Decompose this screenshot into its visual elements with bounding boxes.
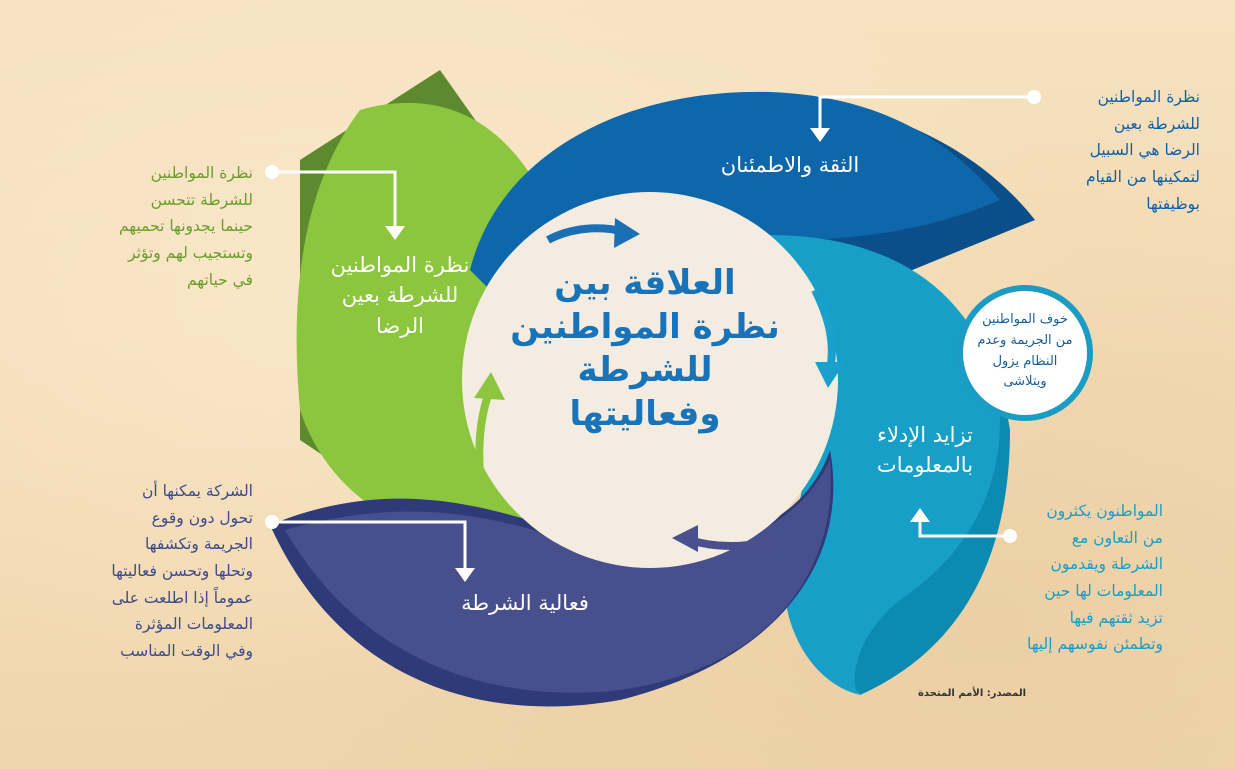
center-title-line-2: نظرة المواطنين (510, 306, 780, 347)
annotation-top-right-line-1: نظرة المواطنين (1097, 88, 1200, 106)
annotation-top-right-line-2: للشرطة بعين (1113, 114, 1200, 133)
annotation-top-left-line-1: نظرة المواطنين (150, 164, 253, 182)
annotation-top-right-line-4: لتمكينها من القيام (1086, 167, 1200, 186)
info-label-line-1: تزايد الإدلاء (877, 423, 973, 447)
arrow-left (475, 393, 492, 476)
annotation-top-left-line-5: في حياتهم (186, 270, 253, 289)
fear-bubble-line-4: ويتلاشى (1003, 374, 1047, 390)
annotation-bottom-right-line-2: من التعاون مع (1071, 528, 1163, 547)
satisfaction-label-line-3: الرضا (375, 313, 425, 338)
callout-dot-top-right (1027, 90, 1041, 104)
callout-dot-top-left (265, 165, 279, 179)
arrow-left-head (474, 372, 505, 400)
callout-arrowhead-bottom-left (455, 568, 475, 582)
annotation-top-right: نظرة المواطنين للشرطة بعين الرضا هي السب… (1040, 84, 1200, 217)
arrow-top-head (614, 218, 640, 248)
center-circle (462, 192, 838, 568)
center-title-line-3: للشرطة (577, 350, 713, 391)
annotation-bottom-right-line-3: الشرطة ويقدمون (1050, 555, 1163, 574)
info-label-line-2: بالمعلومات (876, 453, 974, 478)
trust-segment (470, 91, 1000, 300)
annotation-bottom-right-line-4: المعلومات لها حين (1044, 581, 1163, 600)
annotation-top-left: نظرة المواطنين للشرطة تتحسن حينما يجدونه… (90, 160, 253, 293)
annotation-top-left-line-2: للشرطة تتحسن (150, 190, 253, 209)
trust-label-line: الثقة والاطمئنان (720, 153, 860, 177)
annotation-top-left-line-4: وتستجيب لهم وتؤثر (128, 243, 253, 262)
callout-line-top-left (272, 170, 397, 228)
callout-dot-bottom-right (1003, 529, 1017, 543)
fear-bubble-line-2: من الجريمة وعدم (977, 332, 1073, 348)
arrow-right-head (815, 362, 845, 388)
annotation-bottom-left-line-6: المعلومات المؤثرة (134, 615, 253, 634)
annotation-bottom-right-line-1: المواطنون يكثرون (1046, 502, 1163, 520)
callout-dot-bottom-left (265, 515, 279, 529)
annotation-top-right-line-3: الرضا هي السبيل (1089, 141, 1200, 160)
annotation-bottom-left-line-1: الشركة يمكنها أن (141, 482, 253, 500)
annotation-top-right-line-5: بوظيفتها (1146, 194, 1200, 213)
callout-line-bottom-right (918, 520, 1010, 538)
annotation-top-left-line-3: حينما يجدونها تحميهم (118, 217, 253, 236)
trust-label: الثقة والاطمئنان (660, 150, 920, 180)
satisfaction-label: نظرة المواطنين للشرطة بعين الرضا (300, 250, 500, 341)
arrow-bottom-head (672, 525, 698, 552)
satisfaction-label-line-1: نظرة المواطنين (330, 253, 470, 277)
fear-bubble (957, 285, 1093, 421)
fear-bubble-text: خوف المواطنين من الجريمة وعدم النظام يزو… (963, 310, 1087, 393)
callout-line-bottom-left (272, 520, 467, 570)
annotation-bottom-left-line-7: وفي الوقت المناسب (120, 641, 253, 660)
annotation-bottom-left: الشركة يمكنها أن تحول دون وقوع الجريمة و… (60, 478, 253, 665)
callout-arrowhead-top-right (810, 128, 830, 142)
fear-bubble-line-3: النظام يزول (992, 353, 1058, 369)
center-title-line-1: العلاقة بين (554, 263, 736, 303)
center-title-line-4: وفعاليتها (569, 393, 721, 434)
effectiveness-label: فعالية الشرطة (420, 588, 630, 618)
fear-bubble-line-1: خوف المواطنين (982, 312, 1068, 327)
center-title: العلاقة بين نظرة المواطنين للشرطة وفعالي… (485, 262, 805, 436)
annotation-bottom-right-line-5: تزيد ثقتهم فيها (1069, 608, 1163, 627)
callout-line-top-right (818, 95, 1030, 130)
source-credit: المصدر: الأمم المتحدة (918, 688, 1026, 699)
annotation-bottom-right: المواطنون يكثرون من التعاون مع الشرطة وي… (1015, 498, 1163, 658)
callout-arrowhead-top-left (385, 226, 405, 240)
effectiveness-segment (285, 460, 831, 693)
annotation-bottom-left-line-5: عموماً إذا اطلعت على (111, 588, 253, 607)
effectiveness-label-line: فعالية الشرطة (461, 591, 589, 615)
info-label: تزايد الإدلاء بالمعلومات (830, 420, 1020, 481)
annotation-bottom-right-line-6: وتطمئن نفوسهم إليها (1027, 635, 1163, 654)
callout-arrowhead-bottom-right (910, 508, 930, 522)
annotation-bottom-left-line-3: الجريمة وتكشفها (145, 535, 253, 554)
annotation-bottom-left-line-2: تحول دون وقوع (151, 508, 253, 527)
satisfaction-label-line-2: للشرطة بعين (341, 283, 459, 308)
annotation-bottom-left-line-4: وتحلها وتحسن فعاليتها (111, 561, 253, 580)
